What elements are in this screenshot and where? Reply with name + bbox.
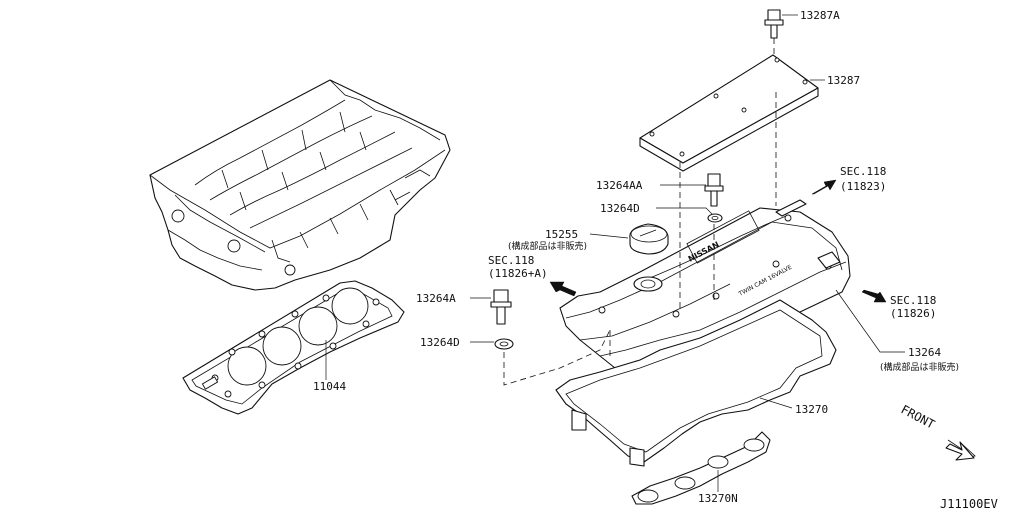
bolt-13287A [764, 9, 784, 39]
label-sec118-11826: SEC.118 [890, 294, 936, 307]
label-15255: 15255 [545, 228, 578, 241]
cylinder-head [149, 79, 451, 291]
rocker-cover-gasket [555, 299, 837, 467]
label-13287: 13287 [827, 74, 860, 87]
front-arrow [945, 439, 976, 461]
arrow-sec118-11826A [549, 281, 577, 297]
assembly-lines [503, 38, 777, 386]
label-13264D-top: 13264D [600, 202, 640, 215]
label-sec118-11823-sub: (11823) [840, 180, 886, 193]
label-sec118-11823: SEC.118 [840, 165, 886, 178]
label-sec118-11826A-sub: (11826+A) [488, 267, 548, 280]
label-13264AA: 13264AA [596, 179, 643, 192]
label-13264: 13264 [908, 346, 941, 359]
label-15255-note: (構成部品は非販売) [508, 240, 587, 252]
label-13264-note: (構成部品は非販売) [880, 361, 959, 373]
head-gasket [182, 280, 405, 415]
arrow-sec118-11826 [861, 289, 887, 303]
label-13264D-low: 13264D [420, 336, 460, 349]
label-13270N: 13270N [698, 492, 738, 505]
washer-13264D-low [494, 338, 514, 350]
label-13287A: 13287A [800, 9, 840, 22]
plug-tube-gasket [631, 431, 771, 505]
bolt-13264A [490, 289, 512, 325]
bolt-13264AA [704, 173, 724, 207]
label-sec118-11826A: SEC.118 [488, 254, 534, 267]
leader-lines [325, 14, 905, 492]
label-front: FRONT [899, 402, 937, 431]
oil-filler-cap [629, 223, 669, 255]
washer-13264D-top [707, 213, 723, 223]
label-11044: 11044 [313, 380, 346, 393]
label-sec118-11826-sub: (11826) [890, 307, 936, 320]
label-13270: 13270 [795, 403, 828, 416]
diagram-code: J11100EV [940, 497, 998, 511]
arrow-sec118-11823 [811, 179, 837, 195]
label-13264A: 13264A [416, 292, 456, 305]
shield-plate [639, 54, 819, 172]
